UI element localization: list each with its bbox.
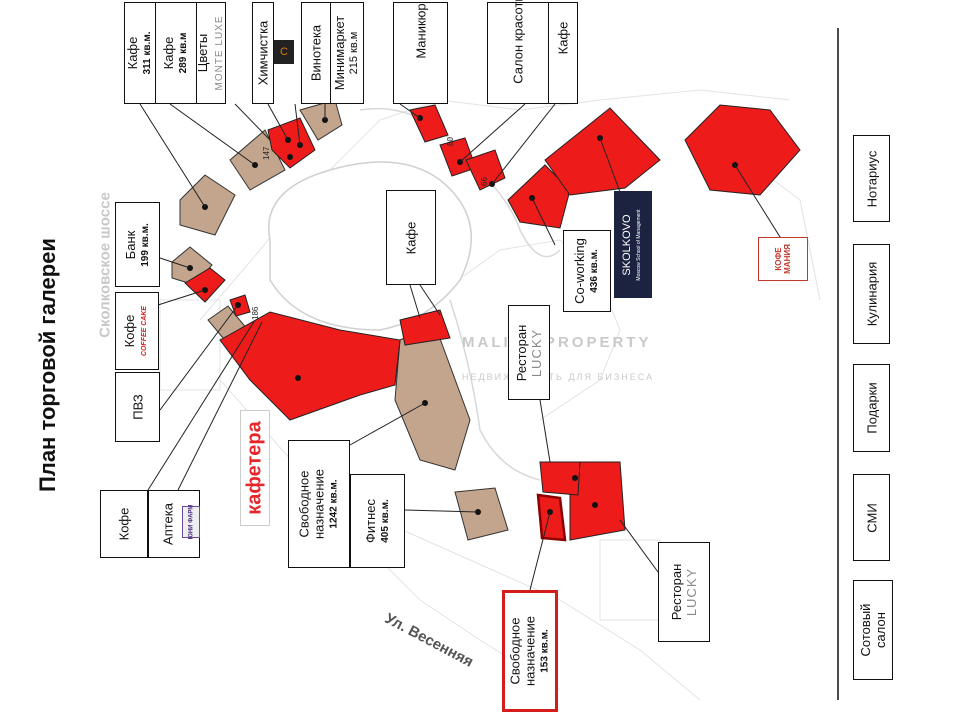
legend-label: Подарки: [864, 382, 879, 434]
label-manicure: Маникюр: [393, 2, 448, 104]
unit-number: 80: [446, 137, 455, 146]
label-area: 215 кв.м: [348, 31, 360, 75]
monte-luxe-logo: MONTE LUXE: [214, 15, 225, 91]
leader-lines: [139, 103, 786, 591]
label-flowers: Цветы MONTE LUXE: [195, 2, 226, 104]
legend-notary: Нотариус: [853, 135, 890, 222]
label-name: Винотека: [308, 24, 324, 82]
dry-cleaning-logo: C: [274, 40, 294, 64]
label-beauty-salon: Салон красоты: [487, 0, 549, 104]
label-name: Co-working: [572, 238, 587, 304]
label-name: Салон красоты: [510, 0, 526, 84]
label-area: 436 кв.м.: [589, 249, 600, 293]
skolkovo-sub: Moscow School of Management: [636, 208, 642, 281]
label-cafe-top-right: Кафе: [548, 2, 578, 104]
kafetera-text: кафетера: [243, 421, 266, 515]
label-wine-shop: Винотека: [301, 2, 331, 104]
label-name: Минимаркет: [332, 15, 347, 91]
label-name: Свободное назначение: [296, 468, 327, 540]
unit-number: 186: [251, 306, 260, 320]
available-units: [184, 104, 801, 541]
skolkovo-name: SKOLKOVO: [621, 213, 633, 276]
legend-gifts: Подарки: [853, 364, 890, 452]
label-name: Цветы: [195, 33, 210, 73]
label-area: 199 кв.м.: [139, 222, 151, 267]
kafetera-logo: кафетера: [240, 410, 270, 526]
street-skolkovskoe: Сколковское шоссе: [96, 192, 114, 338]
label-name: ПВЗ: [130, 394, 145, 420]
legend-label: СМИ: [864, 502, 879, 533]
unit-153-outline: [536, 493, 567, 542]
label-coffee: Кофе: [100, 490, 148, 558]
label-name: Фитнес: [362, 498, 378, 544]
label-area: 153 кв.м.: [539, 629, 551, 673]
label-cafe-center: Кафе: [386, 190, 436, 285]
uni-pharm-logo-badge: ЮНИ ФАРМ: [182, 504, 200, 540]
legend-media: СМИ: [853, 474, 890, 561]
uni-pharm-text: ЮНИ ФАРМ: [188, 504, 195, 540]
kofemania-line1: КОФЕ: [774, 247, 783, 271]
map-title: План торговой галереи: [35, 238, 60, 492]
label-dry-cleaning: Химчистка: [252, 2, 274, 104]
legend-culinary: Кулинария: [853, 244, 890, 344]
legend-label: Сотовый салон: [858, 603, 888, 657]
central-plaza: [268, 161, 472, 331]
label-name: Кафе: [125, 36, 140, 70]
label-name: Кофе: [122, 314, 137, 348]
label-name: Химчистка: [255, 20, 271, 86]
label-name: Аптека: [160, 503, 176, 545]
label-name: Ресторан: [514, 324, 529, 381]
label-brand: LUCKY: [529, 328, 544, 377]
logo-ic-icon: C: [280, 46, 288, 58]
label-area: 405 кв.м.: [379, 499, 391, 543]
watermark-logo: MALINA PROPERTY: [462, 334, 652, 351]
label-name: Кафе: [403, 221, 419, 254]
kofemania-line2: МАНИЯ: [783, 244, 792, 274]
watermark-tagline: НЕДВИЖИМОСТЬ ДЛЯ БИЗНЕСА: [462, 372, 655, 382]
label-name: Маникюр: [413, 3, 428, 59]
label-name: Кафе: [555, 21, 571, 55]
label-area: 289 кв.м: [178, 32, 189, 74]
label-area: 1242 кв.м.: [328, 479, 340, 529]
legend-label: Кулинария: [864, 261, 879, 327]
label-name: Кофе: [116, 507, 132, 541]
label-name: Ресторан: [669, 563, 684, 621]
legend-label: Нотариус: [864, 150, 879, 207]
label-name: Свободное назначение: [507, 615, 538, 687]
unit-number: 66: [480, 177, 489, 186]
legend-mobile-store: Сотовый салон: [853, 580, 893, 680]
unit-number: 147: [262, 146, 271, 160]
label-pvz: ПВЗ: [115, 372, 160, 442]
label-coffee-cake: Кофе COFFEE CAKE: [115, 292, 159, 370]
label-name: Кафе: [161, 36, 176, 70]
label-name: Банк: [122, 230, 138, 259]
label-brand: LUCKY: [684, 567, 699, 617]
coffee-cake-logo: COFFEE CAKE: [141, 305, 148, 357]
label-area: 311 кв.м.: [142, 31, 153, 75]
